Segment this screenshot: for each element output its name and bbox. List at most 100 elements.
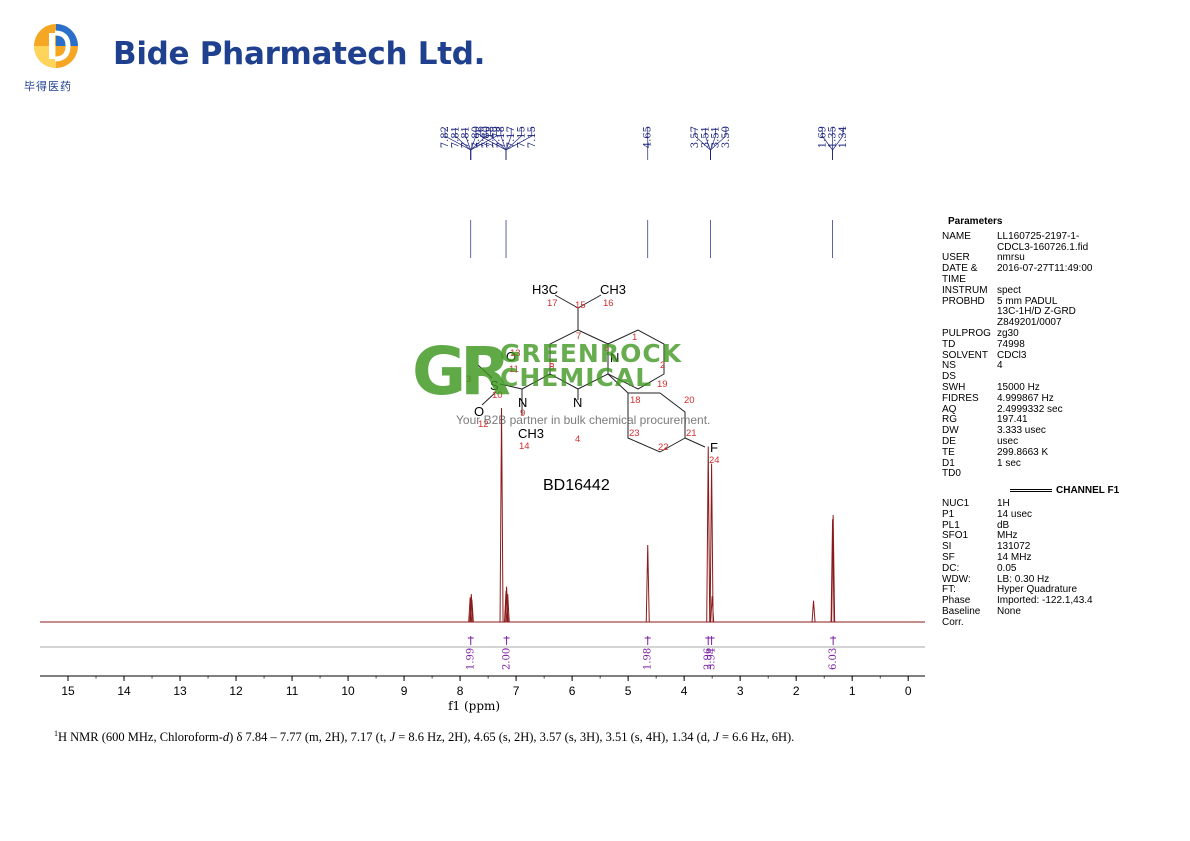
peak-label: 7.82 [440, 126, 451, 148]
spectrum-peak [710, 596, 715, 623]
param-value: Z849201/0007 [997, 317, 1062, 329]
x-tick-label: 13 [173, 684, 187, 698]
x-tick-label: 1 [849, 684, 856, 698]
channel-row: P1 14 usec [942, 508, 1119, 521]
param-row: TD0 [942, 469, 1119, 480]
atom-number: 5 [549, 362, 554, 373]
peak-label: 7.18 [486, 126, 497, 148]
peak-label: 3.50 [721, 126, 732, 148]
atom-number: 6 [549, 359, 554, 370]
channel-value: dB [997, 519, 1010, 531]
channel-row: WDW:LB: 0.30 Hz [942, 574, 1119, 586]
channel-value: 14 usec [997, 508, 1033, 520]
x-axis-label: f1 (ppm) [448, 699, 500, 713]
param-row: DS [942, 371, 1119, 383]
peak-label: 7.80 [481, 126, 492, 148]
channel-value: Hyper Quadrature [997, 584, 1078, 596]
peak-label: 1.34 [838, 126, 849, 148]
atom-number: 24 [709, 455, 720, 466]
param-key: INSTRUM [942, 284, 988, 296]
peak-label-leader [505, 128, 533, 160]
peak-label: 7.80 [471, 126, 482, 148]
param-key: DATE & [942, 263, 978, 275]
peak-label: 7.15 [527, 126, 538, 148]
channel-value: None [997, 605, 1021, 617]
channel-value: 14 MHz [997, 551, 1032, 563]
param-key: D1 [942, 457, 955, 469]
channel-key: SFO1 [942, 530, 969, 542]
integral-value: 6.03 [828, 648, 839, 670]
structure-group-label: S [490, 378, 499, 393]
atom-number: 16 [603, 298, 614, 309]
spectrum-peak [469, 599, 474, 623]
compound-id: BD16442 [543, 477, 610, 494]
param-key: PULPROG [942, 327, 991, 339]
channel-value: Imported: -122.1,43.4 [997, 595, 1093, 607]
atom-number: 22 [658, 442, 669, 453]
x-tick-label: 8 [457, 684, 464, 698]
param-row: PULPROG zg30 [942, 327, 1119, 340]
param-key: DS [942, 371, 956, 383]
atom-number: 18 [630, 395, 641, 406]
channel-key: DC: [942, 562, 960, 574]
watermark-line-1: GREENROCK [500, 339, 683, 368]
peak-label: 4.65 [643, 126, 654, 148]
param-key: SWH [942, 381, 966, 393]
channel-title: CHANNEL F1 [1010, 485, 1119, 497]
x-tick-label: 15 [61, 684, 75, 698]
integral-value: 2.96 [703, 648, 714, 670]
structure-group-label: N [573, 395, 582, 410]
structure-group-label: N [610, 350, 619, 365]
x-tick-label: 9 [401, 684, 408, 698]
channel-row: SFO1 MHz [942, 531, 1119, 542]
param-key: FIDRES [942, 392, 979, 404]
structure-group-label: O [474, 404, 484, 419]
spectrum-peak [830, 519, 835, 623]
atom-number: 12 [478, 419, 489, 430]
x-tick-label: 11 [286, 684, 299, 698]
atom-number: 11 [509, 364, 519, 375]
param-key: USER [942, 252, 970, 264]
atom-number: 20 [684, 395, 695, 406]
structure-group-label: N [518, 395, 527, 410]
param-value: 5 mm PADUL [997, 295, 1058, 307]
param-value: 2.4999332 sec [997, 403, 1063, 415]
watermark: GR GREENROCK CHEMICAL Your B2B partner i… [412, 339, 752, 435]
param-key [942, 307, 997, 318]
channel-value: MHz [997, 530, 1018, 542]
atom-number: 17 [547, 298, 558, 309]
structure-group-label: H3C [532, 282, 558, 297]
channel-row: PL1 dB [942, 519, 1119, 532]
nmr-caption: 1H NMR (600 MHz, Chloroform-d) δ 7.84 – … [54, 729, 795, 745]
structure-group-label: F [710, 440, 718, 455]
channel-value: 0.05 [997, 562, 1017, 574]
channel-value: 1H [997, 497, 1010, 509]
chemical-structure [477, 294, 706, 453]
atom-number: 14 [519, 441, 530, 452]
param-value [997, 469, 1117, 480]
integral-value: 1.99 [466, 648, 477, 670]
peak-label-leader [470, 128, 497, 160]
param-key: AQ [942, 403, 957, 415]
structure-group-label: CH3 [600, 282, 626, 297]
channel-key: P1 [942, 508, 955, 520]
param-value: zg30 [997, 327, 1019, 339]
channel-key: Corr. [942, 616, 964, 628]
channel-key: PL1 [942, 519, 960, 531]
param-value: nmrsu [997, 252, 1025, 264]
x-tick-label: 5 [625, 684, 632, 698]
spectrum-peak [709, 463, 714, 623]
watermark-tagline: Your B2B partner in bulk chemical procur… [456, 413, 711, 427]
company-name: Bide Pharmatech Ltd. [113, 36, 486, 72]
atom-number: 13 [510, 348, 521, 359]
